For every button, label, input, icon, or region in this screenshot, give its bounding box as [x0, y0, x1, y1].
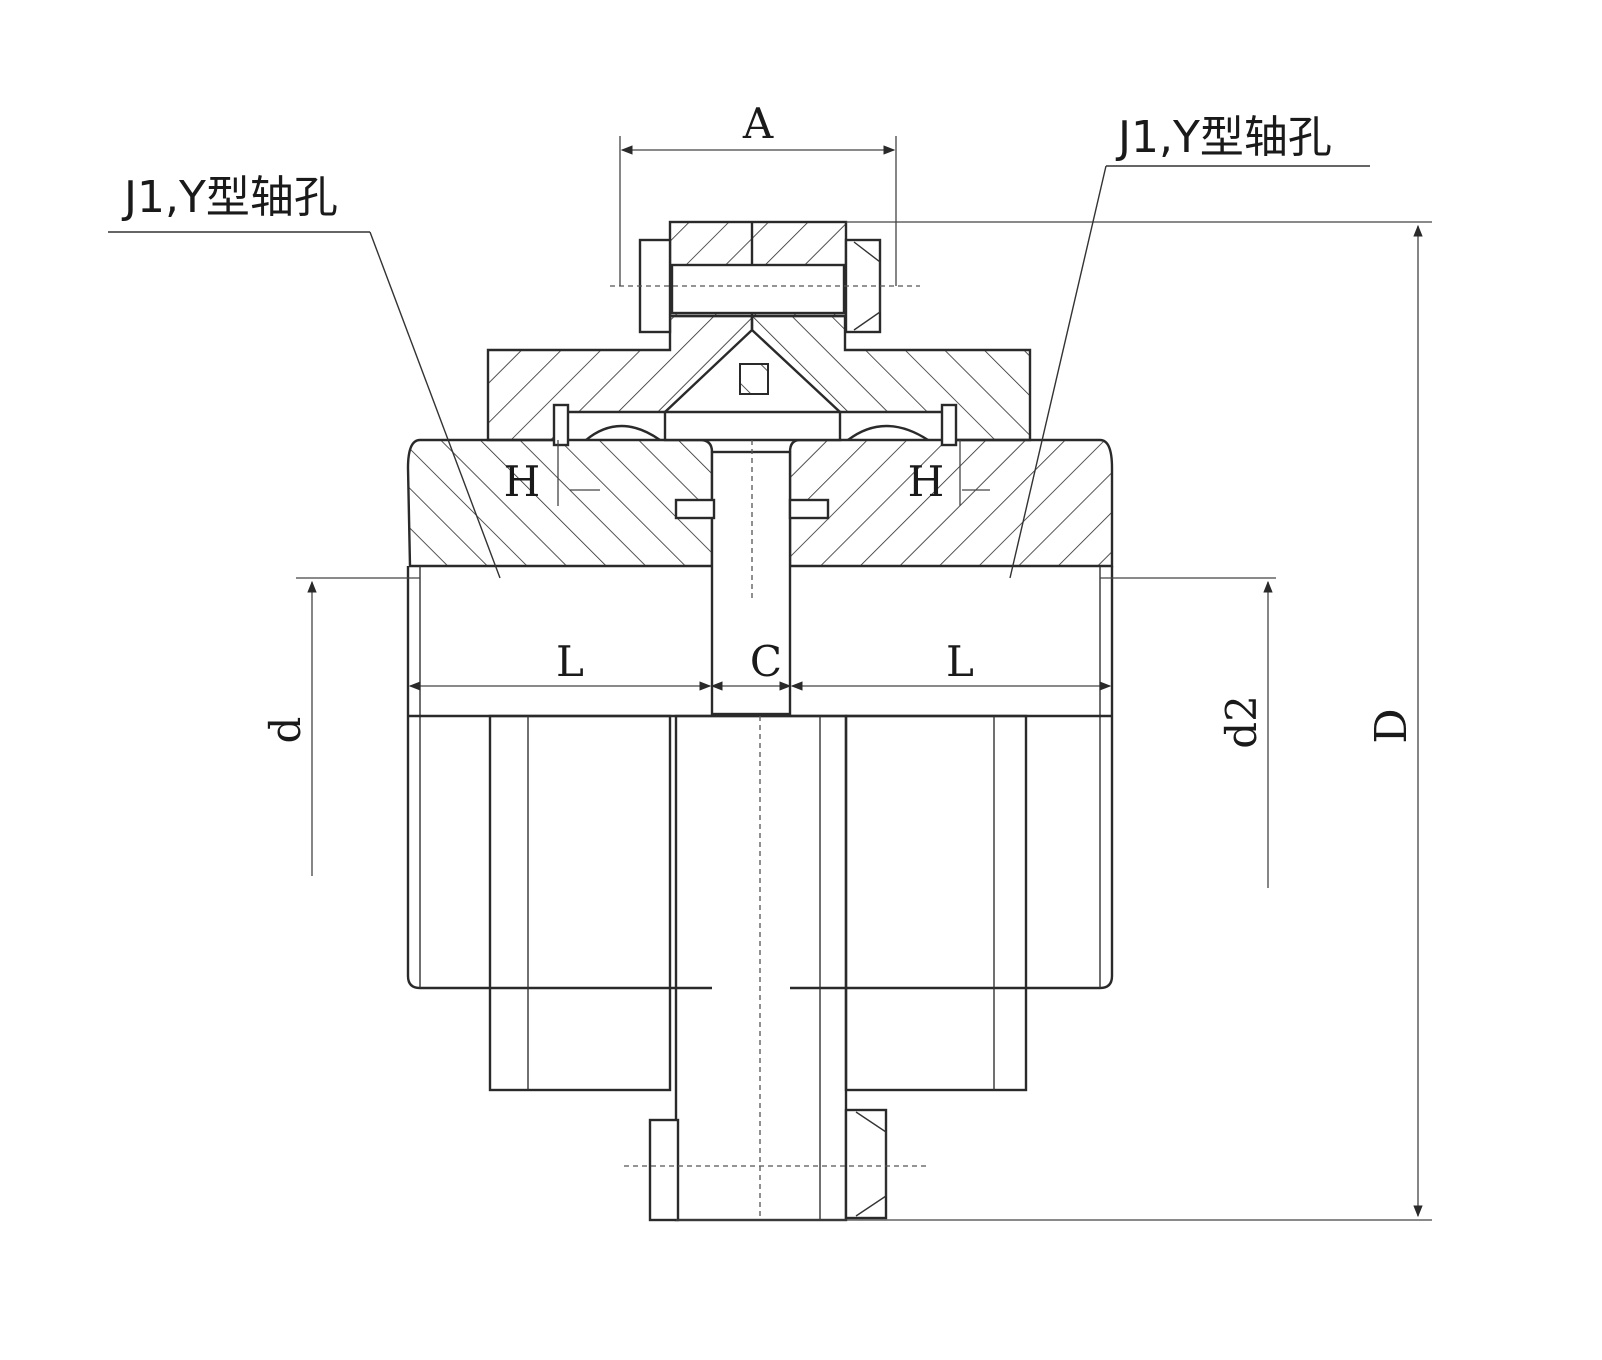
nut-bottom-chamfer: [855, 1111, 887, 1217]
set-screw-right: [788, 498, 830, 520]
label-H-right: H: [908, 457, 945, 506]
center-spacer: [710, 450, 792, 716]
leader-right: [1009, 165, 1107, 579]
label-A: A: [742, 99, 774, 148]
leader-left: [369, 231, 501, 579]
bolt-head-bottom: [648, 1118, 680, 1222]
left-hub-outline: [406, 566, 712, 990]
outside-view: [406, 566, 1114, 1222]
label-L-left: L: [556, 637, 584, 686]
seal-right: [940, 403, 958, 447]
bolt-hole-top: [670, 263, 846, 315]
nut-top-chamfer: [853, 241, 881, 331]
label-D: D: [1366, 708, 1417, 743]
label-H-left: H: [504, 457, 541, 506]
labels: J1,Y型轴孔 J1,Y型轴孔 A H H L C L d d2 D: [121, 99, 1417, 749]
label-L-right: L: [946, 637, 974, 686]
label-C: C: [750, 637, 782, 686]
o-ring: [739, 363, 769, 395]
nut-bottom: [844, 1108, 888, 1220]
gear-tooth-left: [585, 424, 661, 441]
right-hub-section: [788, 438, 1114, 568]
label-d2: d2: [1217, 695, 1266, 749]
label-shaft-hole-right: J1,Y型轴孔: [1115, 112, 1332, 163]
seal-left: [552, 403, 570, 447]
right-hub-outline: [790, 566, 1114, 990]
left-sleeve-outline: [488, 714, 672, 1092]
gear-ring: [663, 410, 842, 442]
left-hub-section: [406, 438, 714, 568]
right-sleeve-outline: [844, 714, 1028, 1092]
label-d: d: [261, 717, 310, 744]
gear-tooth-right: [847, 424, 929, 442]
set-screw-left: [674, 498, 716, 520]
dimensions: [108, 136, 1432, 1221]
label-shaft-hole-left: J1,Y型轴孔: [121, 172, 338, 223]
